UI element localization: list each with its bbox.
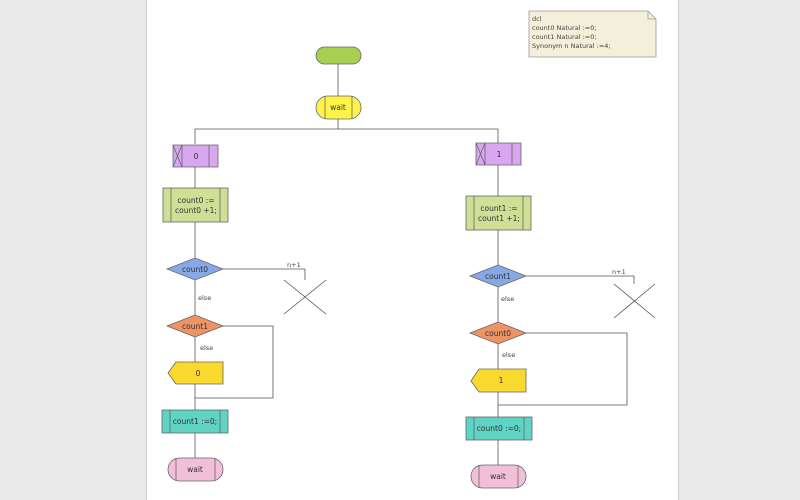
right-branch-label: n+1	[612, 268, 626, 276]
declaration-line-1: dcl	[532, 15, 542, 23]
right-task-line-2: count1 +1;	[478, 214, 520, 223]
left-reset-label: count1 :=0;	[173, 417, 217, 426]
right-output-signal[interactable]: 1	[470, 368, 527, 393]
right-reset-label: count0 :=0;	[477, 424, 521, 433]
right-decision-2-label: count0	[485, 329, 511, 338]
left-decision-2[interactable]: count1	[165, 314, 225, 338]
right-task-line-1: count1 :=	[480, 204, 517, 213]
left-decision-2-label: count1	[182, 322, 208, 331]
left-task-line-1: count0 :=	[177, 196, 214, 205]
left-else-label-1: else	[198, 294, 211, 302]
right-input-label: 1	[497, 150, 502, 159]
left-decision-1[interactable]: count0	[165, 257, 225, 281]
declaration-note[interactable]: dcl count0 Natural :=0; count1 Natural :…	[528, 10, 657, 58]
left-input-label: 0	[194, 152, 199, 161]
right-next-state-label: wait	[490, 472, 506, 481]
note-fold	[647, 11, 656, 20]
note-shape	[528, 10, 657, 58]
right-input-signal[interactable]: 1	[475, 142, 522, 166]
right-decision-1[interactable]: count1	[468, 264, 528, 288]
left-task-reset[interactable]: count1 :=0;	[161, 409, 229, 434]
start-symbol[interactable]	[315, 46, 362, 65]
right-stop-symbol[interactable]	[613, 283, 656, 319]
right-task-increment[interactable]: count1 := count1 +1;	[465, 195, 532, 231]
diagram-page	[146, 0, 679, 500]
left-loop-connector	[195, 325, 274, 399]
left-branch-label: n+1	[287, 261, 301, 269]
right-decision-2[interactable]: count0	[468, 321, 528, 345]
left-output-label: 0	[196, 369, 201, 378]
left-decision-1-label: count0	[182, 265, 208, 274]
left-next-state[interactable]: wait	[167, 457, 224, 482]
right-task-reset[interactable]: count0 :=0;	[465, 416, 533, 441]
left-branch-to-stop	[223, 268, 306, 280]
state-wait[interactable]: wait	[315, 95, 362, 120]
right-branch-to-stop	[526, 275, 635, 284]
declaration-line-4: Synonym n Natural :=4;	[532, 42, 611, 50]
left-else-label-2: else	[200, 344, 213, 352]
right-else-label-2: else	[502, 351, 515, 359]
left-task-line-2: count0 +1;	[175, 206, 217, 215]
left-output-signal[interactable]: 0	[167, 361, 224, 385]
left-next-state-label: wait	[187, 465, 203, 474]
right-next-state[interactable]: wait	[470, 464, 527, 489]
state-wait-label: wait	[330, 103, 346, 112]
right-else-label-1: else	[501, 295, 514, 303]
declaration-line-2: count0 Natural :=0;	[532, 24, 597, 32]
left-stop-symbol[interactable]	[283, 279, 327, 315]
declaration-line-3: count1 Natural :=0;	[532, 33, 597, 41]
right-output-label: 1	[499, 376, 504, 385]
right-loop-connector	[498, 332, 628, 406]
left-task-increment[interactable]: count0 := count0 +1;	[162, 187, 229, 223]
left-input-signal[interactable]: 0	[172, 144, 219, 168]
right-decision-1-label: count1	[485, 272, 511, 281]
